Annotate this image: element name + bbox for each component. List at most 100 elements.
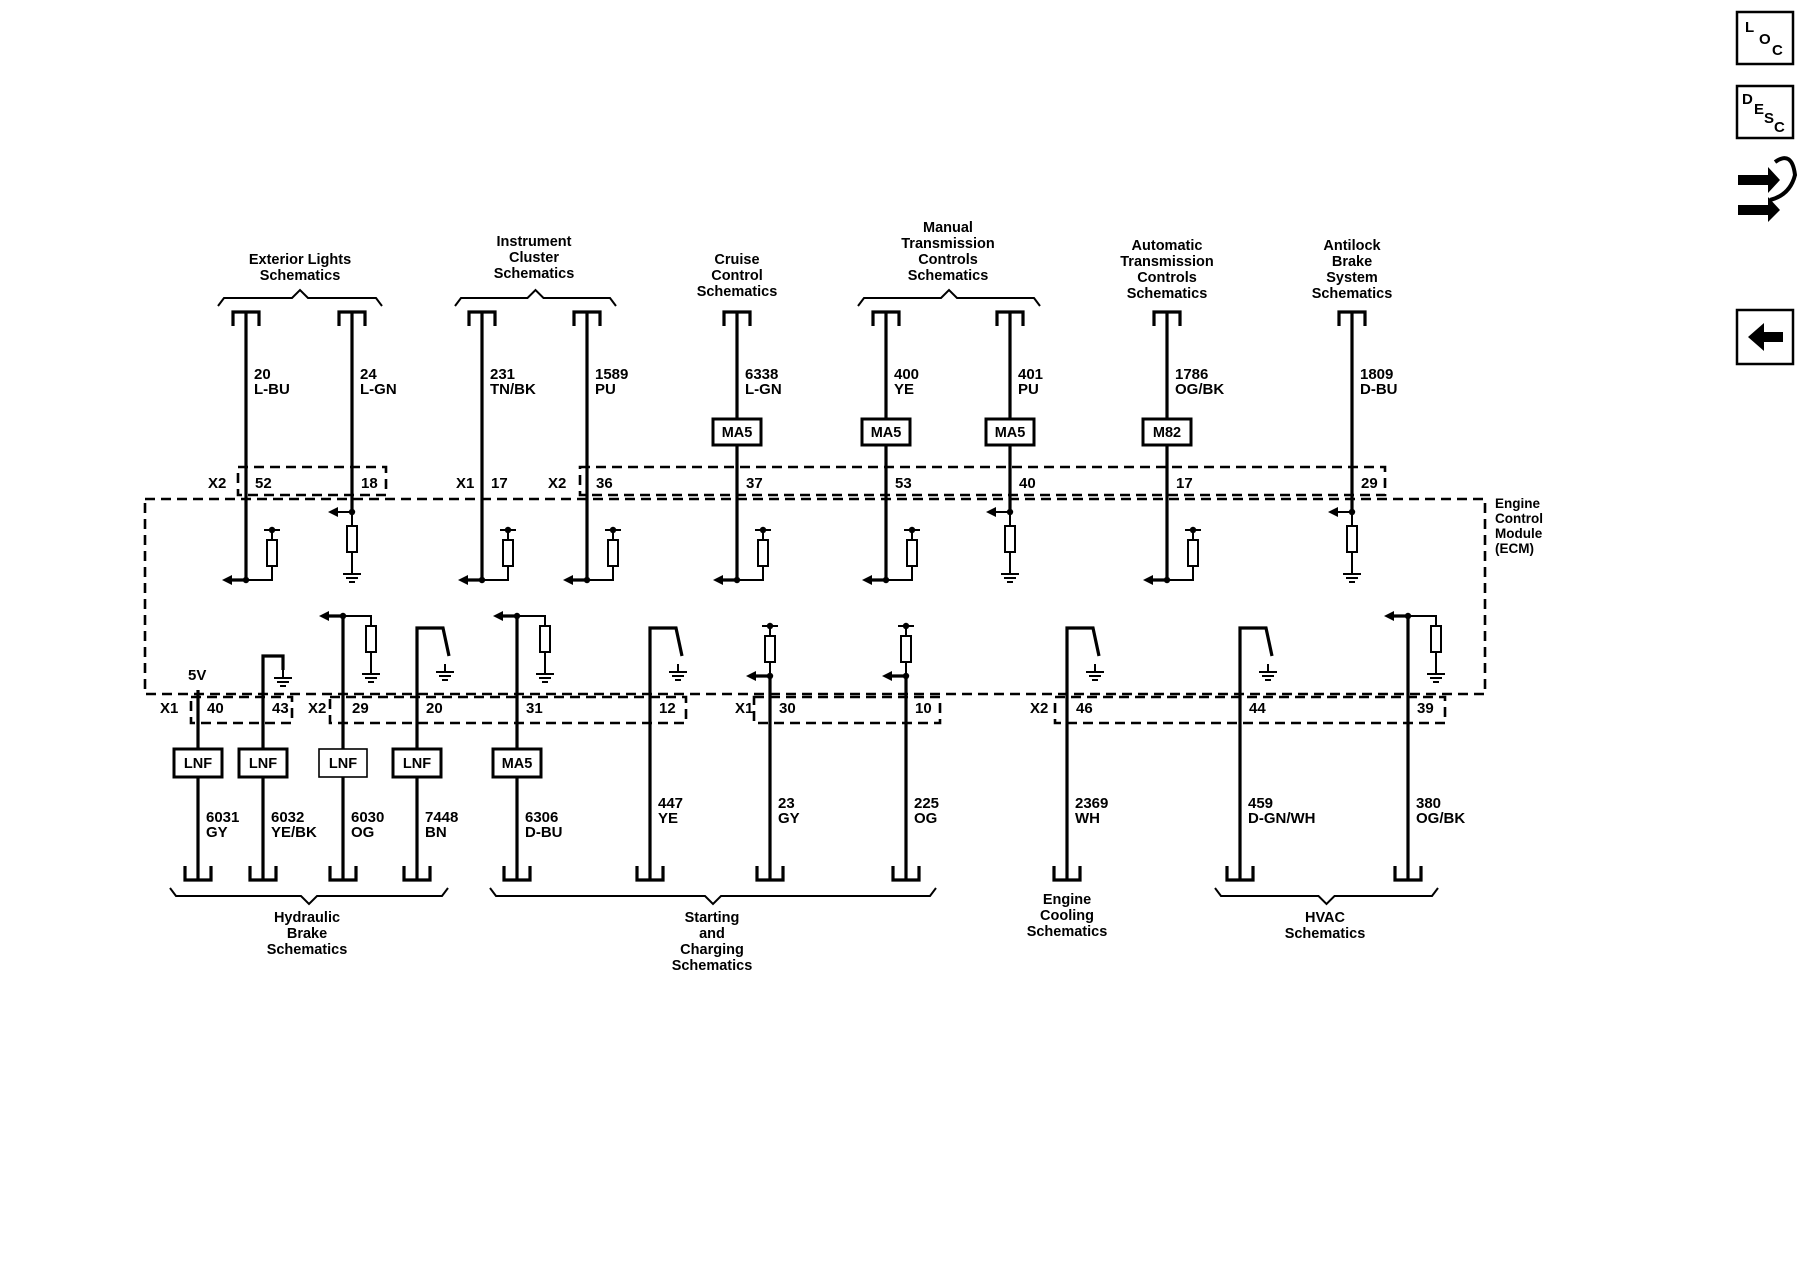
splice-pack-label: MA5: [995, 425, 1026, 441]
loc-letter-l: L: [1745, 19, 1754, 36]
top-group-label: Schematics: [1312, 286, 1393, 302]
bottom-group-label: Schematics: [1285, 926, 1366, 942]
splice-pack-label: LNF: [249, 756, 277, 772]
circuit-number: 401: [1018, 366, 1043, 383]
bottom-group-label: Schematics: [1027, 924, 1108, 940]
loc-letter-o: O: [1759, 31, 1771, 48]
top-group-label: Cruise: [714, 252, 759, 268]
connector-id: X2: [548, 475, 566, 492]
splice-pack-label: M82: [1153, 425, 1181, 441]
top-group-label: Exterior Lights: [249, 252, 351, 268]
pin-number: 43: [272, 700, 289, 717]
top-group-label: Transmission: [901, 236, 994, 252]
connector-id: X2: [308, 700, 326, 717]
splice-pack-label: MA5: [502, 756, 533, 772]
circuit-number: 6032: [271, 809, 304, 826]
top-group-label: Schematics: [908, 268, 989, 284]
connector-id: X2: [1030, 700, 1048, 717]
loc-letter-c: C: [1772, 42, 1783, 59]
top-group-label: Schematics: [260, 268, 341, 284]
top-schematic-groups: Exterior LightsSchematicsInstrumentClust…: [217, 220, 1393, 307]
pin-number: 46: [1076, 700, 1093, 717]
pin-number: 31: [526, 700, 543, 717]
splice-pack-label: LNF: [184, 756, 212, 772]
connector-hand-icon[interactable]: [1738, 156, 1798, 222]
wire-color: PU: [1018, 381, 1039, 398]
top-connector-x2a: [236, 465, 388, 497]
wire-color: D-GN/WH: [1248, 810, 1316, 827]
bottom-connector-x2a: [328, 695, 688, 725]
wire-color: L-GN: [745, 381, 782, 398]
pin-number: 53: [895, 475, 912, 492]
circuit-number: 24: [360, 366, 377, 383]
pin-number: 40: [207, 700, 224, 717]
pin-number: 17: [1176, 475, 1193, 492]
wire-color: YE: [658, 810, 678, 827]
pin-number: 37: [746, 475, 763, 492]
top-group-label: Control: [711, 268, 763, 284]
pin-number: 36: [596, 475, 613, 492]
top-group-label: System: [1326, 270, 1378, 286]
ecm-label-line3: Module: [1495, 526, 1543, 541]
circuit-number: 6306: [525, 809, 558, 826]
top-group-label: Controls: [1137, 270, 1197, 286]
wire-color: BN: [425, 824, 447, 841]
top-group-label: Automatic: [1132, 238, 1203, 254]
circuit-number: 400: [894, 366, 919, 383]
loc-button[interactable]: L O C: [1735, 10, 1795, 66]
back-arrow-icon: [1748, 323, 1783, 351]
circuit-number: 231: [490, 366, 515, 383]
bottom-connector-x1b: [752, 695, 942, 725]
circuit-number: 380: [1416, 795, 1441, 812]
circuit-number: 1809: [1360, 366, 1393, 383]
wire-color: D-BU: [1360, 381, 1398, 398]
bottom-group-label: HVAC: [1305, 910, 1346, 926]
wire-color: L-BU: [254, 381, 290, 398]
top-circuits: 20L-BU52X224L-GN18231TN/BK17X11589PU36X2…: [208, 310, 1398, 585]
wire-color: WH: [1075, 810, 1100, 827]
circuit-number: 447: [658, 795, 683, 812]
connector-id: X2: [208, 475, 226, 492]
pin-number: 10: [915, 700, 932, 717]
pin-number: 30: [779, 700, 796, 717]
top-group-label: Schematics: [697, 284, 778, 300]
desc-button[interactable]: D E S C: [1735, 84, 1795, 140]
pin-number: 20: [426, 700, 443, 717]
back-arrow-button[interactable]: [1735, 308, 1795, 366]
circuit-number: 2369: [1075, 795, 1108, 812]
pin-number: 39: [1417, 700, 1434, 717]
bottom-group-label: Starting: [685, 910, 740, 926]
bottom-group-label: Charging: [680, 942, 744, 958]
bottom-connector-x1a: [189, 695, 294, 725]
wire-color: YE: [894, 381, 914, 398]
splice-pack-label: LNF: [403, 756, 431, 772]
ecm-label-line2: Control: [1495, 511, 1543, 526]
bottom-group-label: Schematics: [672, 958, 753, 974]
circuit-number: 6338: [745, 366, 778, 383]
pin-number: 44: [1249, 700, 1266, 717]
desc-letter-c: C: [1774, 119, 1785, 136]
bottom-circuits: 5V40X1LNF6031GY43LNF6032YE/BK29X2LNF6030…: [160, 611, 1465, 882]
supply-voltage: 5V: [188, 667, 206, 684]
top-group-label: Brake: [1332, 254, 1372, 270]
wire-color: GY: [206, 824, 228, 841]
wire-color: GY: [778, 810, 800, 827]
pin-number: 29: [1361, 475, 1378, 492]
wire-color: TN/BK: [490, 381, 536, 398]
circuit-number: 6031: [206, 809, 239, 826]
top-group-label: Manual: [923, 220, 973, 236]
